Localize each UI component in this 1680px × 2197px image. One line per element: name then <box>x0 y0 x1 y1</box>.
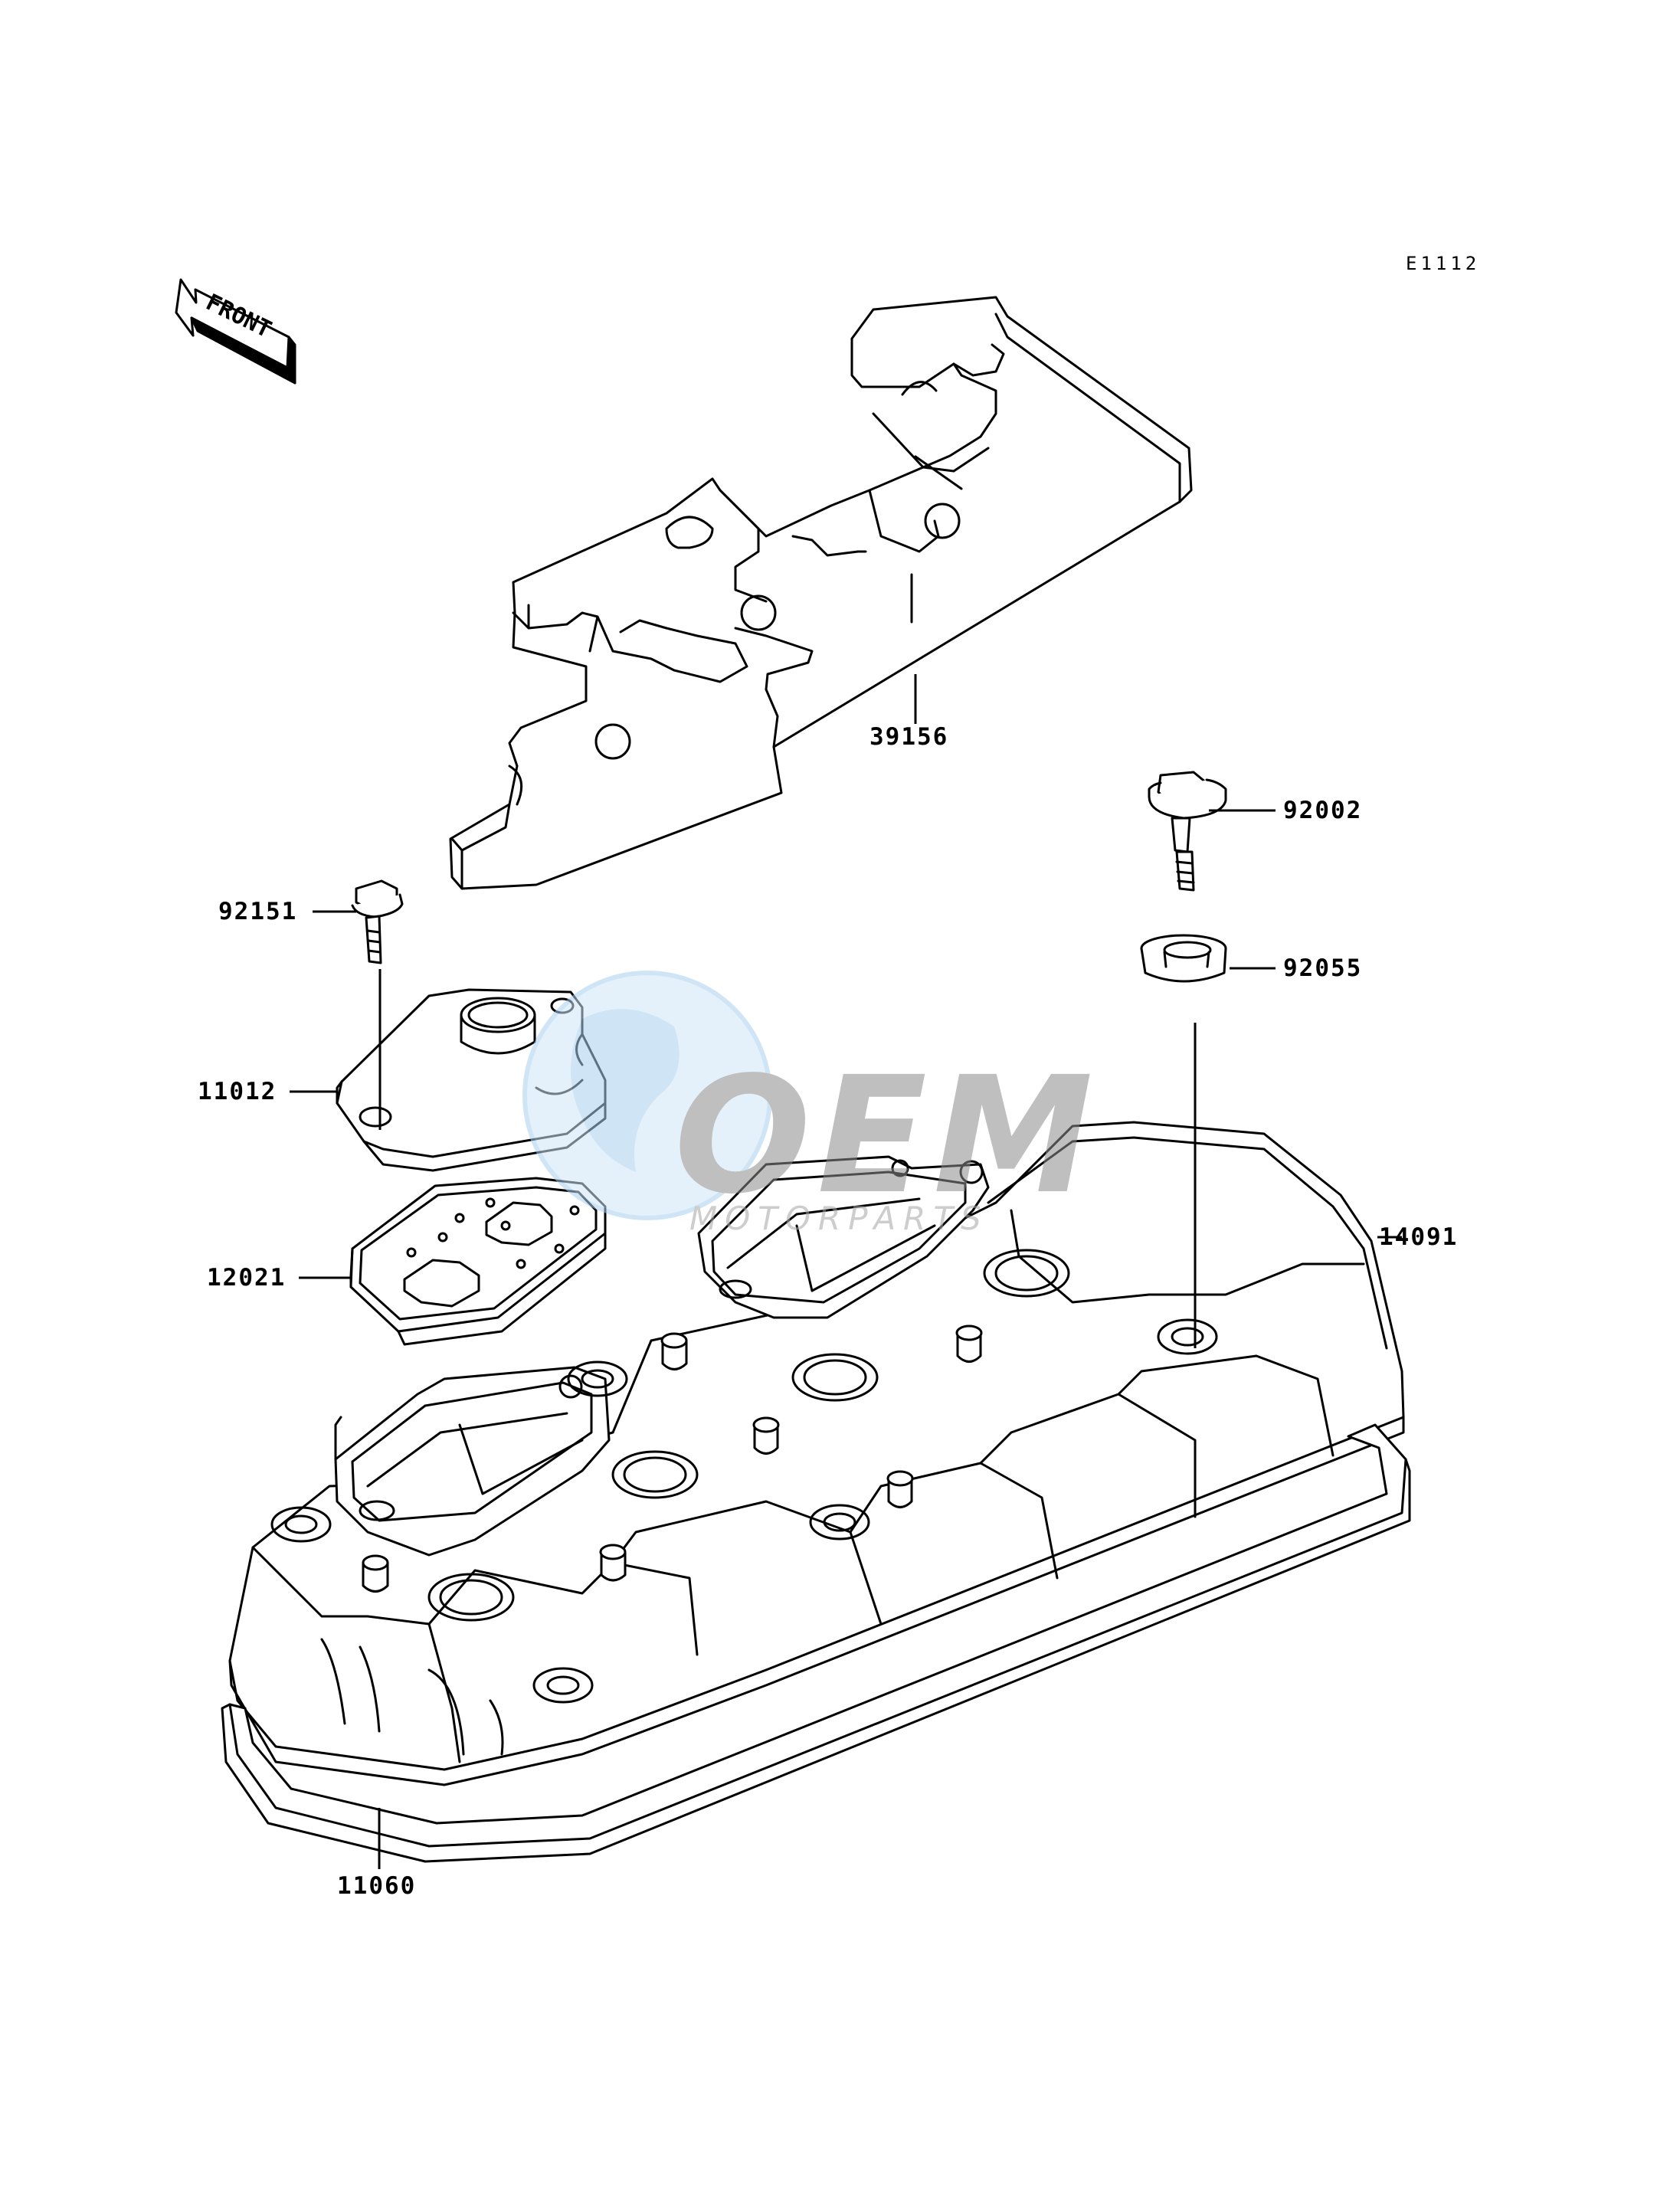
leader-lines <box>290 674 1402 1869</box>
breather-gasket-12021 <box>349 1177 607 1346</box>
bolt-92151 <box>351 879 404 964</box>
part-label-92002[interactable]: 92002 <box>1283 797 1363 824</box>
bolt-92002 <box>1148 771 1227 892</box>
grommet-92055 <box>1140 934 1227 983</box>
watermark-tagline: MOTORPARTS <box>689 1200 989 1237</box>
part-label-92151[interactable]: 92151 <box>218 898 298 925</box>
part-label-92055[interactable]: 92055 <box>1283 954 1363 982</box>
front-arrow-icon: FRONT <box>175 278 296 385</box>
part-label-11060[interactable]: 11060 <box>337 1872 417 1900</box>
cam-chain-guide-plate-39156 <box>449 296 1193 890</box>
part-label-14091[interactable]: 14091 <box>1379 1223 1459 1251</box>
part-label-39156[interactable]: 39156 <box>869 723 949 751</box>
diagram-code: E1112 <box>1406 253 1481 274</box>
part-label-11012[interactable]: 11012 <box>198 1078 277 1105</box>
cylinder-head-cover-14091 <box>228 1121 1405 1786</box>
watermark-brand: OEM <box>674 1042 1099 1229</box>
part-label-12021[interactable]: 12021 <box>207 1264 287 1292</box>
oem-motorparts-watermark: OEM MOTORPARTS <box>522 971 1099 1237</box>
head-cover-gasket-11060 <box>221 1423 1411 1863</box>
